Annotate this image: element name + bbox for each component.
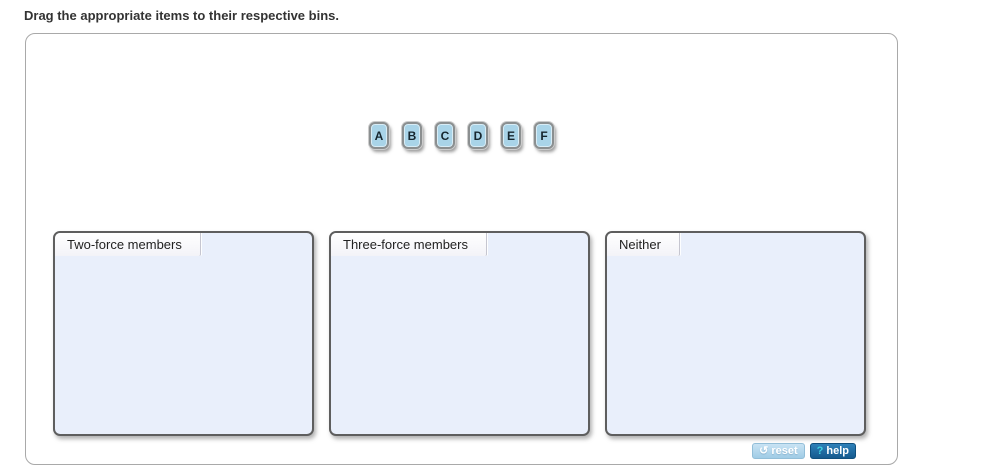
bins-row: Two-force members Three-force members Ne… xyxy=(53,231,866,436)
bin-label: Two-force members xyxy=(55,233,201,256)
drag-item-b[interactable]: B xyxy=(402,122,422,149)
drag-item-c[interactable]: C xyxy=(435,122,455,149)
reset-icon: ↺ xyxy=(759,445,769,457)
help-button[interactable]: ? help xyxy=(809,443,856,459)
bin-label: Neither xyxy=(607,233,680,256)
bin-two-force-members[interactable]: Two-force members xyxy=(53,231,314,436)
drag-items-row: A B C D E F xyxy=(26,122,897,149)
toolbar: ↺ reset ? help xyxy=(752,443,856,459)
bin-three-force-members[interactable]: Three-force members xyxy=(329,231,590,436)
reset-button[interactable]: ↺ reset xyxy=(752,443,805,459)
bin-label: Three-force members xyxy=(331,233,487,256)
drag-item-e[interactable]: E xyxy=(501,122,521,149)
drag-item-f[interactable]: F xyxy=(534,122,554,149)
help-icon: ? xyxy=(816,445,824,457)
help-button-label: help xyxy=(826,445,849,457)
drag-item-a[interactable]: A xyxy=(369,122,389,149)
reset-button-label: reset xyxy=(771,445,798,457)
bin-neither[interactable]: Neither xyxy=(605,231,866,436)
drag-item-d[interactable]: D xyxy=(468,122,488,149)
question-panel: A B C D E F Two-force members Three-forc… xyxy=(25,33,898,465)
instruction-text: Drag the appropriate items to their resp… xyxy=(24,8,339,23)
